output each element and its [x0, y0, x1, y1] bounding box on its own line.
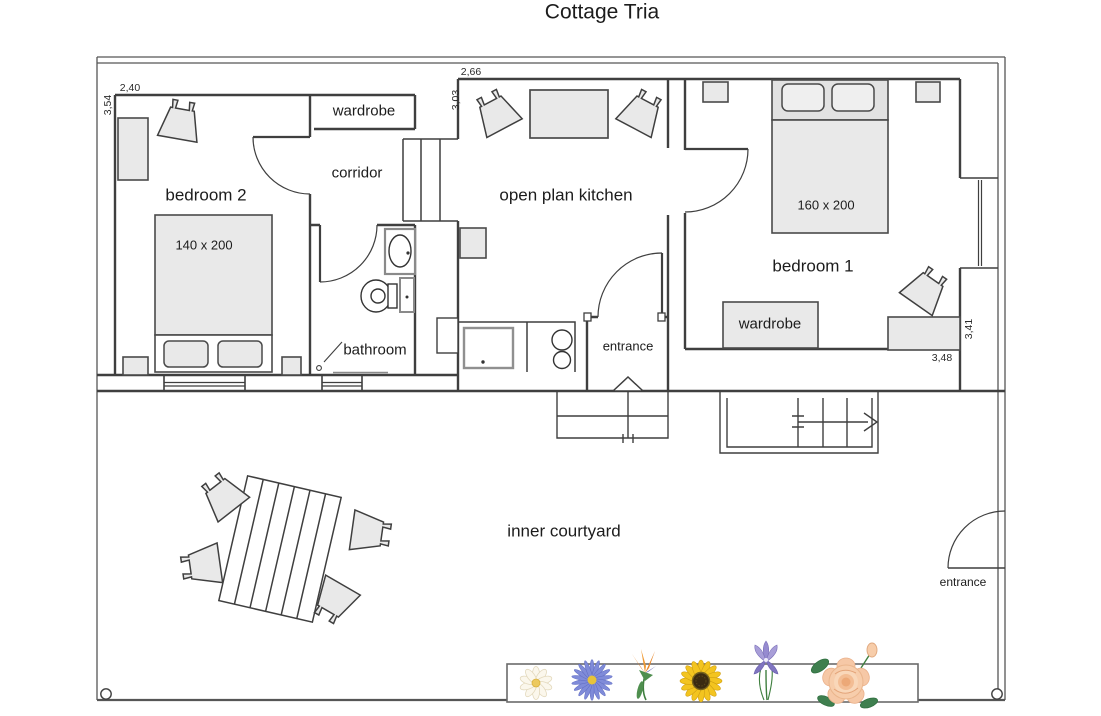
pillow: [217, 340, 263, 368]
building-walls: [97, 77, 1005, 393]
door-bathroom: [318, 224, 378, 283]
nightstand: [122, 356, 149, 376]
chair-icon: [468, 84, 523, 139]
chair-icon: [348, 509, 394, 556]
bird-of-paradise-icon: [632, 649, 656, 701]
garden-table: [217, 474, 343, 624]
room-label-wardrobe-nook: wardrobe: [332, 102, 396, 120]
window-bathroom: [321, 375, 363, 391]
dining-table: [529, 89, 609, 139]
bedroom1-furniture: [702, 79, 961, 351]
pillow: [163, 340, 209, 368]
room-label-entrance-hall: entrance: [602, 338, 654, 354]
toilet-icon: [360, 279, 398, 313]
shelf: [117, 117, 149, 181]
bed-140x200: [154, 214, 273, 373]
dim-bedroom2-width: 2,40: [119, 81, 141, 94]
courtyard-label: inner courtyard: [507, 521, 621, 541]
window-bedroom1: [977, 180, 983, 266]
kitchen-counter: [458, 321, 576, 372]
room-label-kitchen: open plan kitchen: [499, 185, 633, 205]
rose-icon: [810, 642, 878, 709]
room-label-bathroom: bathroom: [343, 341, 407, 359]
bathroom-fixtures: [316, 227, 417, 374]
door-kitchen: [583, 252, 666, 322]
pillow: [781, 83, 825, 112]
room-label-bedroom1: bedroom 1: [772, 256, 854, 276]
door-bedroom1: [684, 147, 749, 213]
wardrobe-bedroom1: [722, 301, 819, 349]
exterior-staircase: [719, 392, 879, 454]
gate-post-right-icon: [991, 688, 1003, 700]
gate-post-left-icon: [100, 688, 112, 700]
dim-bedroom1-width: 3,48: [931, 351, 953, 364]
interior-stairs: [402, 138, 458, 222]
garden-table-set: [178, 466, 394, 629]
courtyard-entrance-label: entrance: [939, 575, 987, 589]
bench: [887, 316, 961, 351]
entrance-threshold-arrow-icon: [611, 375, 645, 392]
bed1-size-label: 160 x 200: [797, 197, 855, 213]
side-cabinet: [459, 227, 487, 259]
daisy-icon: [519, 666, 553, 700]
sunflower-icon: [679, 659, 723, 703]
aster-icon: [571, 659, 613, 701]
bed-160x200: [771, 79, 889, 234]
iris-icon: [753, 640, 779, 701]
window-bedroom2: [163, 375, 246, 391]
pillow: [831, 83, 875, 112]
entrance-steps: [556, 392, 669, 443]
dim-bedroom1-depth: 3,41: [962, 318, 975, 340]
dim-bedroom2-depth: 3,54: [101, 94, 114, 116]
wall-niche: [436, 317, 459, 354]
stove-icon: [551, 329, 573, 370]
room-label-bedroom2: bedroom 2: [165, 185, 247, 205]
kitchen-furniture: [458, 84, 670, 372]
nightstand: [702, 81, 729, 103]
room-label-corridor: corridor: [331, 164, 383, 182]
nightstand: [281, 356, 302, 376]
dim-kitchen-depth: 3,03: [449, 89, 462, 111]
chair-icon: [898, 260, 955, 317]
bathroom-leader-line: [316, 341, 388, 374]
kitchen-sink-icon: [462, 326, 515, 370]
bath-cabinet: [399, 277, 415, 313]
door-courtyard-entrance: [947, 510, 1006, 569]
chair-icon: [156, 97, 205, 143]
dim-kitchen-width: 2,66: [460, 65, 482, 78]
door-bedroom2: [252, 135, 311, 195]
wardrobe-bedroom1-label: wardrobe: [738, 315, 802, 333]
bed2-size-label: 140 x 200: [175, 237, 233, 253]
chair-icon: [178, 542, 224, 589]
page-title: Cottage Tria: [544, 0, 660, 24]
nightstand: [915, 81, 941, 103]
bedroom2-furniture: [117, 97, 302, 376]
chair-icon: [615, 84, 670, 139]
